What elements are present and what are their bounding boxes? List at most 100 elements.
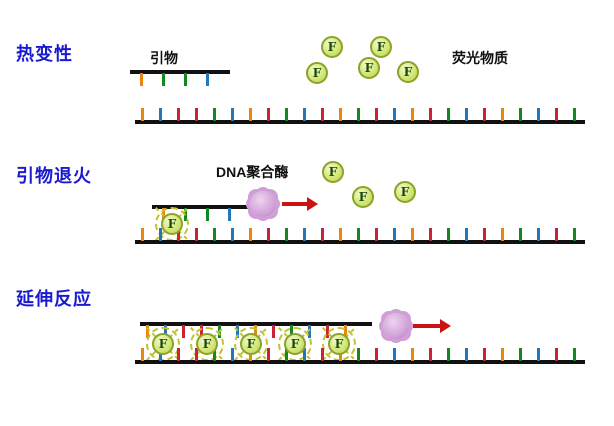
- fluorophore-letter: F: [364, 61, 374, 75]
- arrow-head: [440, 319, 451, 333]
- base-tick: [267, 228, 270, 241]
- arrow-shaft: [282, 202, 308, 206]
- dna-polymerase: [250, 191, 276, 217]
- base-tick: [267, 108, 270, 121]
- base-tick: [375, 108, 378, 121]
- base-tick: [159, 228, 162, 241]
- base-tick: [447, 348, 450, 361]
- primer-strand: [130, 70, 230, 88]
- direction-arrow: [413, 319, 451, 333]
- base-tick: [393, 108, 396, 121]
- fluorophore: F: [358, 57, 380, 79]
- strand-line: [135, 120, 585, 124]
- base-tick: [573, 348, 576, 361]
- fluorophore: F: [196, 333, 218, 355]
- base-tick: [429, 108, 432, 121]
- base-tick: [555, 108, 558, 121]
- base-tick: [501, 108, 504, 121]
- fluorophore-letter: F: [376, 40, 386, 54]
- base-tick: [141, 108, 144, 121]
- base-tick: [182, 325, 185, 338]
- base-tick: [303, 228, 306, 241]
- primer-label: 引物: [150, 50, 178, 66]
- base-tick: [231, 348, 234, 361]
- base-tick: [519, 228, 522, 241]
- fluorophore-letter: F: [400, 185, 410, 199]
- fluorophore-letter: F: [202, 337, 212, 351]
- template-strand-extension: [135, 346, 585, 364]
- fluorophore: F: [352, 186, 374, 208]
- base-tick: [483, 108, 486, 121]
- base-tick: [321, 348, 324, 361]
- base-tick: [213, 348, 216, 361]
- strand-line: [135, 360, 585, 364]
- base-tick: [501, 348, 504, 361]
- base-tick: [206, 73, 209, 86]
- base-tick: [213, 108, 216, 121]
- base-tick: [267, 348, 270, 361]
- fluorophore-letter: F: [328, 165, 338, 179]
- fluorophore: F: [370, 36, 392, 58]
- base-tick: [184, 73, 187, 86]
- base-tick: [357, 108, 360, 121]
- base-tick: [357, 348, 360, 361]
- base-tick: [249, 108, 252, 121]
- base-tick: [375, 348, 378, 361]
- base-tick: [321, 228, 324, 241]
- base-tick: [393, 228, 396, 241]
- arrow-head: [307, 197, 318, 211]
- base-tick: [411, 228, 414, 241]
- base-tick: [573, 108, 576, 121]
- base-tick: [555, 228, 558, 241]
- dna-polymerase: [383, 313, 409, 339]
- template-strand-denaturation: [135, 106, 585, 124]
- base-tick: [519, 348, 522, 361]
- base-tick: [285, 348, 288, 361]
- base-tick: [177, 108, 180, 121]
- base-tick: [141, 228, 144, 241]
- base-tick: [465, 348, 468, 361]
- base-tick: [303, 348, 306, 361]
- base-tick: [447, 228, 450, 241]
- fluorophore-letter: F: [312, 66, 322, 80]
- fluorophore-letter: F: [403, 65, 413, 79]
- fluorophore-letter: F: [334, 337, 344, 351]
- base-tick: [231, 228, 234, 241]
- base-tick: [272, 325, 275, 338]
- base-tick: [206, 208, 209, 221]
- base-tick: [411, 108, 414, 121]
- strand-line: [152, 205, 248, 209]
- base-tick: [465, 108, 468, 121]
- base-tick: [195, 228, 198, 241]
- base-tick: [537, 348, 540, 361]
- fluorophore: F: [397, 61, 419, 83]
- fluorophore: F: [322, 161, 344, 183]
- fluorophore: F: [284, 333, 306, 355]
- base-tick: [140, 73, 143, 86]
- base-tick: [321, 108, 324, 121]
- base-tick: [555, 348, 558, 361]
- fluorophore-letter: F: [158, 337, 168, 351]
- base-tick: [339, 228, 342, 241]
- step-label-extension: 延伸反应: [16, 289, 92, 309]
- fluorophore-letter: F: [246, 337, 256, 351]
- base-tick: [483, 348, 486, 361]
- polymerase-label: DNA聚合酶: [216, 164, 289, 180]
- fluorophore: F: [321, 36, 343, 58]
- strand-line: [140, 322, 372, 326]
- base-tick: [249, 228, 252, 241]
- base-tick: [429, 228, 432, 241]
- direction-arrow: [282, 197, 318, 211]
- base-tick: [303, 108, 306, 121]
- fluorophore: F: [152, 333, 174, 355]
- fluorophore-letter: F: [358, 190, 368, 204]
- fluorophore: F: [306, 62, 328, 84]
- step-label-annealing: 引物退火: [16, 166, 92, 186]
- bound-fluorophore: F: [278, 327, 312, 361]
- fluorophore-letter: F: [327, 40, 337, 54]
- base-tick: [537, 108, 540, 121]
- base-tick: [429, 348, 432, 361]
- base-tick: [213, 228, 216, 241]
- base-tick: [465, 228, 468, 241]
- strand-line: [135, 240, 585, 244]
